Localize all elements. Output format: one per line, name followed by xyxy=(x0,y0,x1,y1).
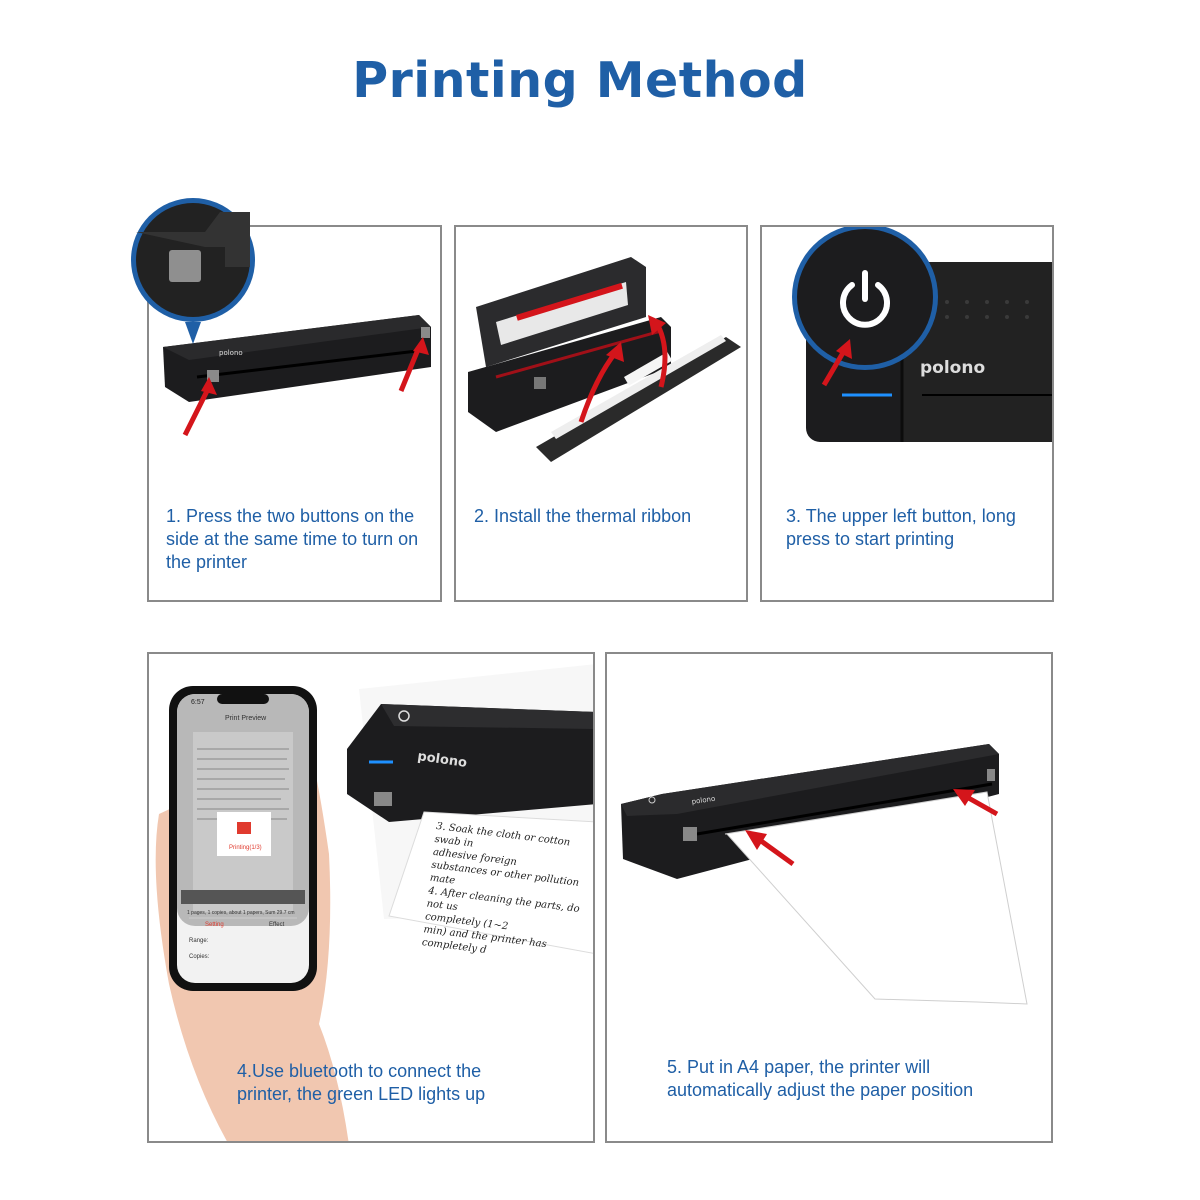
step-2-caption: 2. Install the thermal ribbon xyxy=(474,506,692,526)
step-3-caption: 3. The upper left button, long press to … xyxy=(786,506,1016,549)
page-title: Printing Method xyxy=(352,52,808,109)
range-label: Range: xyxy=(189,938,209,944)
paper-text: 3. Soak the cloth or cotton swab in adhe… xyxy=(421,820,593,969)
step-3-panel: polono 3. The upper left button, long pr… xyxy=(760,225,1054,602)
thermal-ribbon-illustration xyxy=(468,257,741,462)
power-icon xyxy=(840,270,890,328)
a4-paper-illustration: polono xyxy=(621,744,1028,1005)
step-2-panel: 2. Install the thermal ribbon xyxy=(454,225,748,602)
step-5-caption: 5. Put in A4 paper, the printer will aut… xyxy=(667,1057,974,1100)
phone-screen-title: Print Preview xyxy=(225,715,267,722)
brand-logo-small: polono xyxy=(219,349,243,357)
start-button-illustration: polono xyxy=(792,227,1052,442)
tab-effect[interactable]: Effect xyxy=(269,922,285,928)
printer-icon xyxy=(237,822,251,834)
phone-time: 6:57 xyxy=(191,699,205,706)
step-1-caption: 1. Press the two buttons on the side at … xyxy=(166,506,419,572)
copies-label: Copies: xyxy=(189,954,210,960)
side-button-left xyxy=(207,370,219,382)
print-summary: 1 pages, 1 copies, about 1 papers, Sum 2… xyxy=(187,910,295,916)
brand-logo-small: polono xyxy=(691,795,716,806)
printing-status-label: Printing(1/3) xyxy=(229,845,262,851)
printer-power-buttons-illustration: polono xyxy=(163,315,431,437)
brand-logo-printer: polono xyxy=(416,749,467,771)
step-4-panel: polono 6:57 Print Preview Printing(1/3) … xyxy=(147,652,595,1143)
step-4-caption: 4.Use bluetooth to connect the printer, … xyxy=(237,1061,486,1104)
brand-logo: polono xyxy=(920,358,985,378)
side-button-right xyxy=(421,327,430,338)
bluetooth-connection-illustration: polono xyxy=(155,664,593,1141)
zoom-detail-button xyxy=(131,198,255,344)
step-1-panel: polono 1. Press the two buttons on the s… xyxy=(147,225,442,602)
tab-setting[interactable]: Setting xyxy=(205,922,224,928)
step-5-panel: polono 5. Put in A4 paper, the printer w… xyxy=(605,652,1053,1143)
